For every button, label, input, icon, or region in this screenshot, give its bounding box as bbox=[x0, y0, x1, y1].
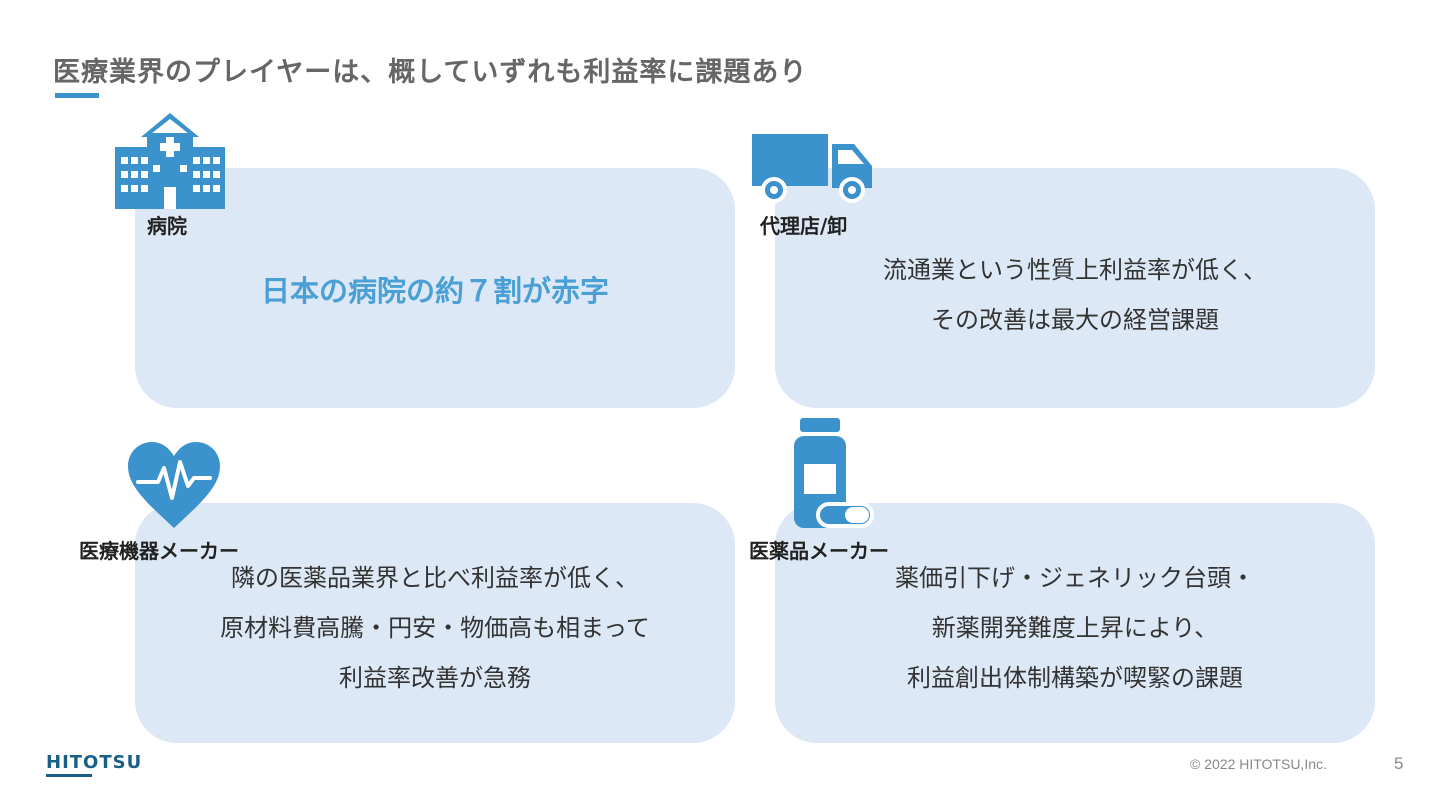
pharma-maker-line-1: 薬価引下げ・ジェネリック台頭・ bbox=[895, 564, 1255, 592]
device-maker-description: 隣の医薬品業界と比べ利益率が低く、 原材料費高騰・円安・物価高も相まって 利益率… bbox=[135, 553, 735, 703]
logo-underline bbox=[46, 774, 92, 777]
distributor-description: 流通業という性質上利益率が低く、 その改善は最大の経営課題 bbox=[775, 245, 1375, 345]
title-underline bbox=[55, 93, 99, 98]
pharma-maker-line-2: 新薬開発難度上昇により、 bbox=[931, 614, 1219, 642]
distributor-line-2: その改善は最大の経営課題 bbox=[931, 306, 1219, 334]
heartbeat-icon bbox=[128, 442, 220, 528]
distributor-line-1: 流通業という性質上利益率が低く、 bbox=[883, 256, 1267, 284]
copyright-text: © 2022 HITOTSU,Inc. bbox=[1190, 756, 1327, 772]
device-maker-card: 隣の医薬品業界と比べ利益率が低く、 原材料費高騰・円安・物価高も相まって 利益率… bbox=[135, 503, 735, 743]
distributor-label: 代理店/卸 bbox=[760, 214, 848, 238]
truck-icon bbox=[752, 134, 872, 203]
slide-title: 医療業界のプレイヤーは、概していずれも利益率に課題あり bbox=[53, 57, 808, 88]
device-maker-line-2: 原材料費高騰・円安・物価高も相まって bbox=[220, 614, 650, 642]
pharma-maker-label: 医薬品メーカー bbox=[749, 539, 889, 563]
pharma-maker-line-3: 利益創出体制構築が喫緊の課題 bbox=[907, 664, 1243, 692]
company-logo: HITOTSU bbox=[46, 752, 143, 773]
pharma-maker-description: 薬価引下げ・ジェネリック台頭・ 新薬開発難度上昇により、 利益創出体制構築が喫緊… bbox=[775, 553, 1375, 703]
page-number: 5 bbox=[1394, 754, 1404, 773]
hospital-label: 病院 bbox=[147, 214, 187, 238]
hospital-card: 日本の病院の約７割が赤字 bbox=[135, 168, 735, 408]
hospital-icon bbox=[115, 113, 225, 209]
pharma-maker-card: 薬価引下げ・ジェネリック台頭・ 新薬開発難度上昇により、 利益創出体制構築が喫緊… bbox=[775, 503, 1375, 743]
device-maker-line-1: 隣の医薬品業界と比べ利益率が低く、 bbox=[231, 564, 639, 592]
medicine-bottle-icon bbox=[794, 418, 874, 528]
hospital-headline: 日本の病院の約７割が赤字 bbox=[260, 274, 609, 308]
distributor-card: 流通業という性質上利益率が低く、 その改善は最大の経営課題 bbox=[775, 168, 1375, 408]
device-maker-line-3: 利益率改善が急務 bbox=[339, 664, 531, 692]
device-maker-label: 医療機器メーカー bbox=[79, 539, 239, 563]
